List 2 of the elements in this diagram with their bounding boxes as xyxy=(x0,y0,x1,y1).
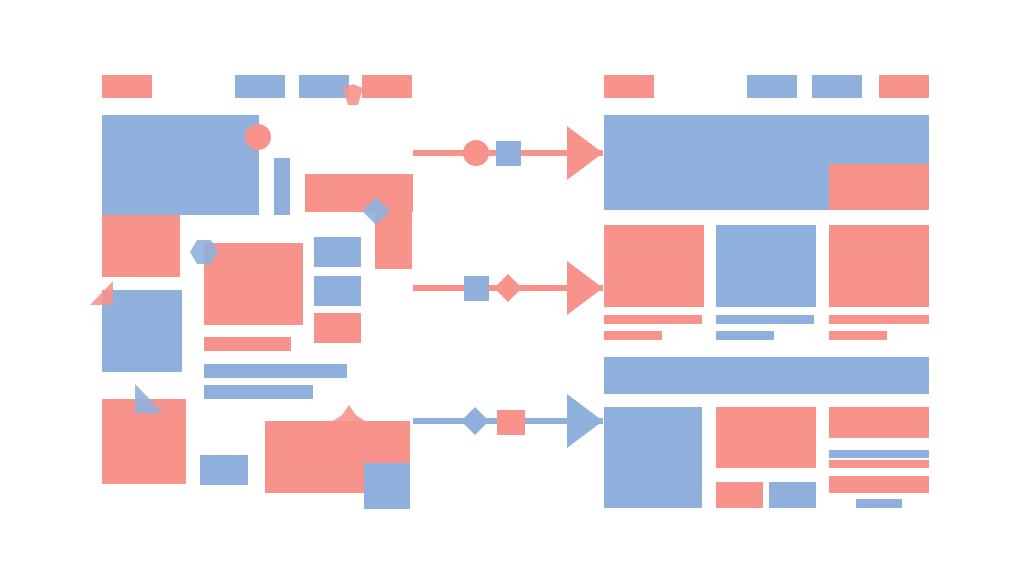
grid-layout-drawing xyxy=(604,75,929,508)
scattered-layout-drawing xyxy=(90,75,413,509)
